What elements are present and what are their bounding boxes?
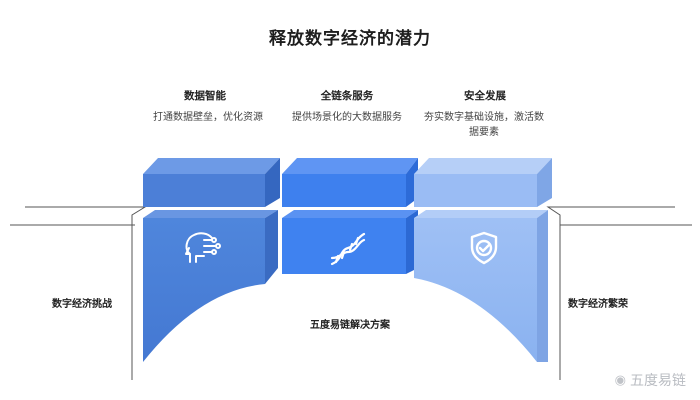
deck-block-left [143,158,280,207]
ground-lines [10,206,692,380]
left-label-challenge: 数字经济挑战 [52,299,112,310]
arch-piece-middle [282,210,418,274]
column-desc-secure-development: 夯实数字基础设施，激活数据要素 [424,112,544,138]
left-cliff-line [25,206,147,380]
right-label-prosperity: 数字经济繁荣 [568,299,628,310]
watermark-text: 五度易链 [630,373,686,389]
column-title-data-intelligence: 数据智能 [184,90,226,102]
arch-piece-right [414,210,548,362]
column-title-secure-development: 安全发展 [464,90,506,102]
watermark: ◉ 五度易链 [615,370,686,390]
right-cliff-line [546,206,675,380]
column-desc-data-intelligence: 打通数据壁垒，优化资源 [153,112,263,123]
brain-circuit-icon [185,232,221,263]
shield-check-icon [470,231,498,265]
arch-piece-left [143,210,278,362]
weibo-logo-icon: ◉ [614,372,626,388]
center-label-solution: 五度易链解决方案 [310,320,390,331]
dna-chain-icon [330,232,366,266]
column-desc-full-chain-service: 提供场景化的大数据服务 [292,112,402,123]
deck-block-middle [282,158,418,207]
column-title-full-chain-service: 全链条服务 [320,90,374,102]
diagram-title: 释放数字经济的潜力 [269,29,431,49]
deck-block-right [414,158,552,207]
